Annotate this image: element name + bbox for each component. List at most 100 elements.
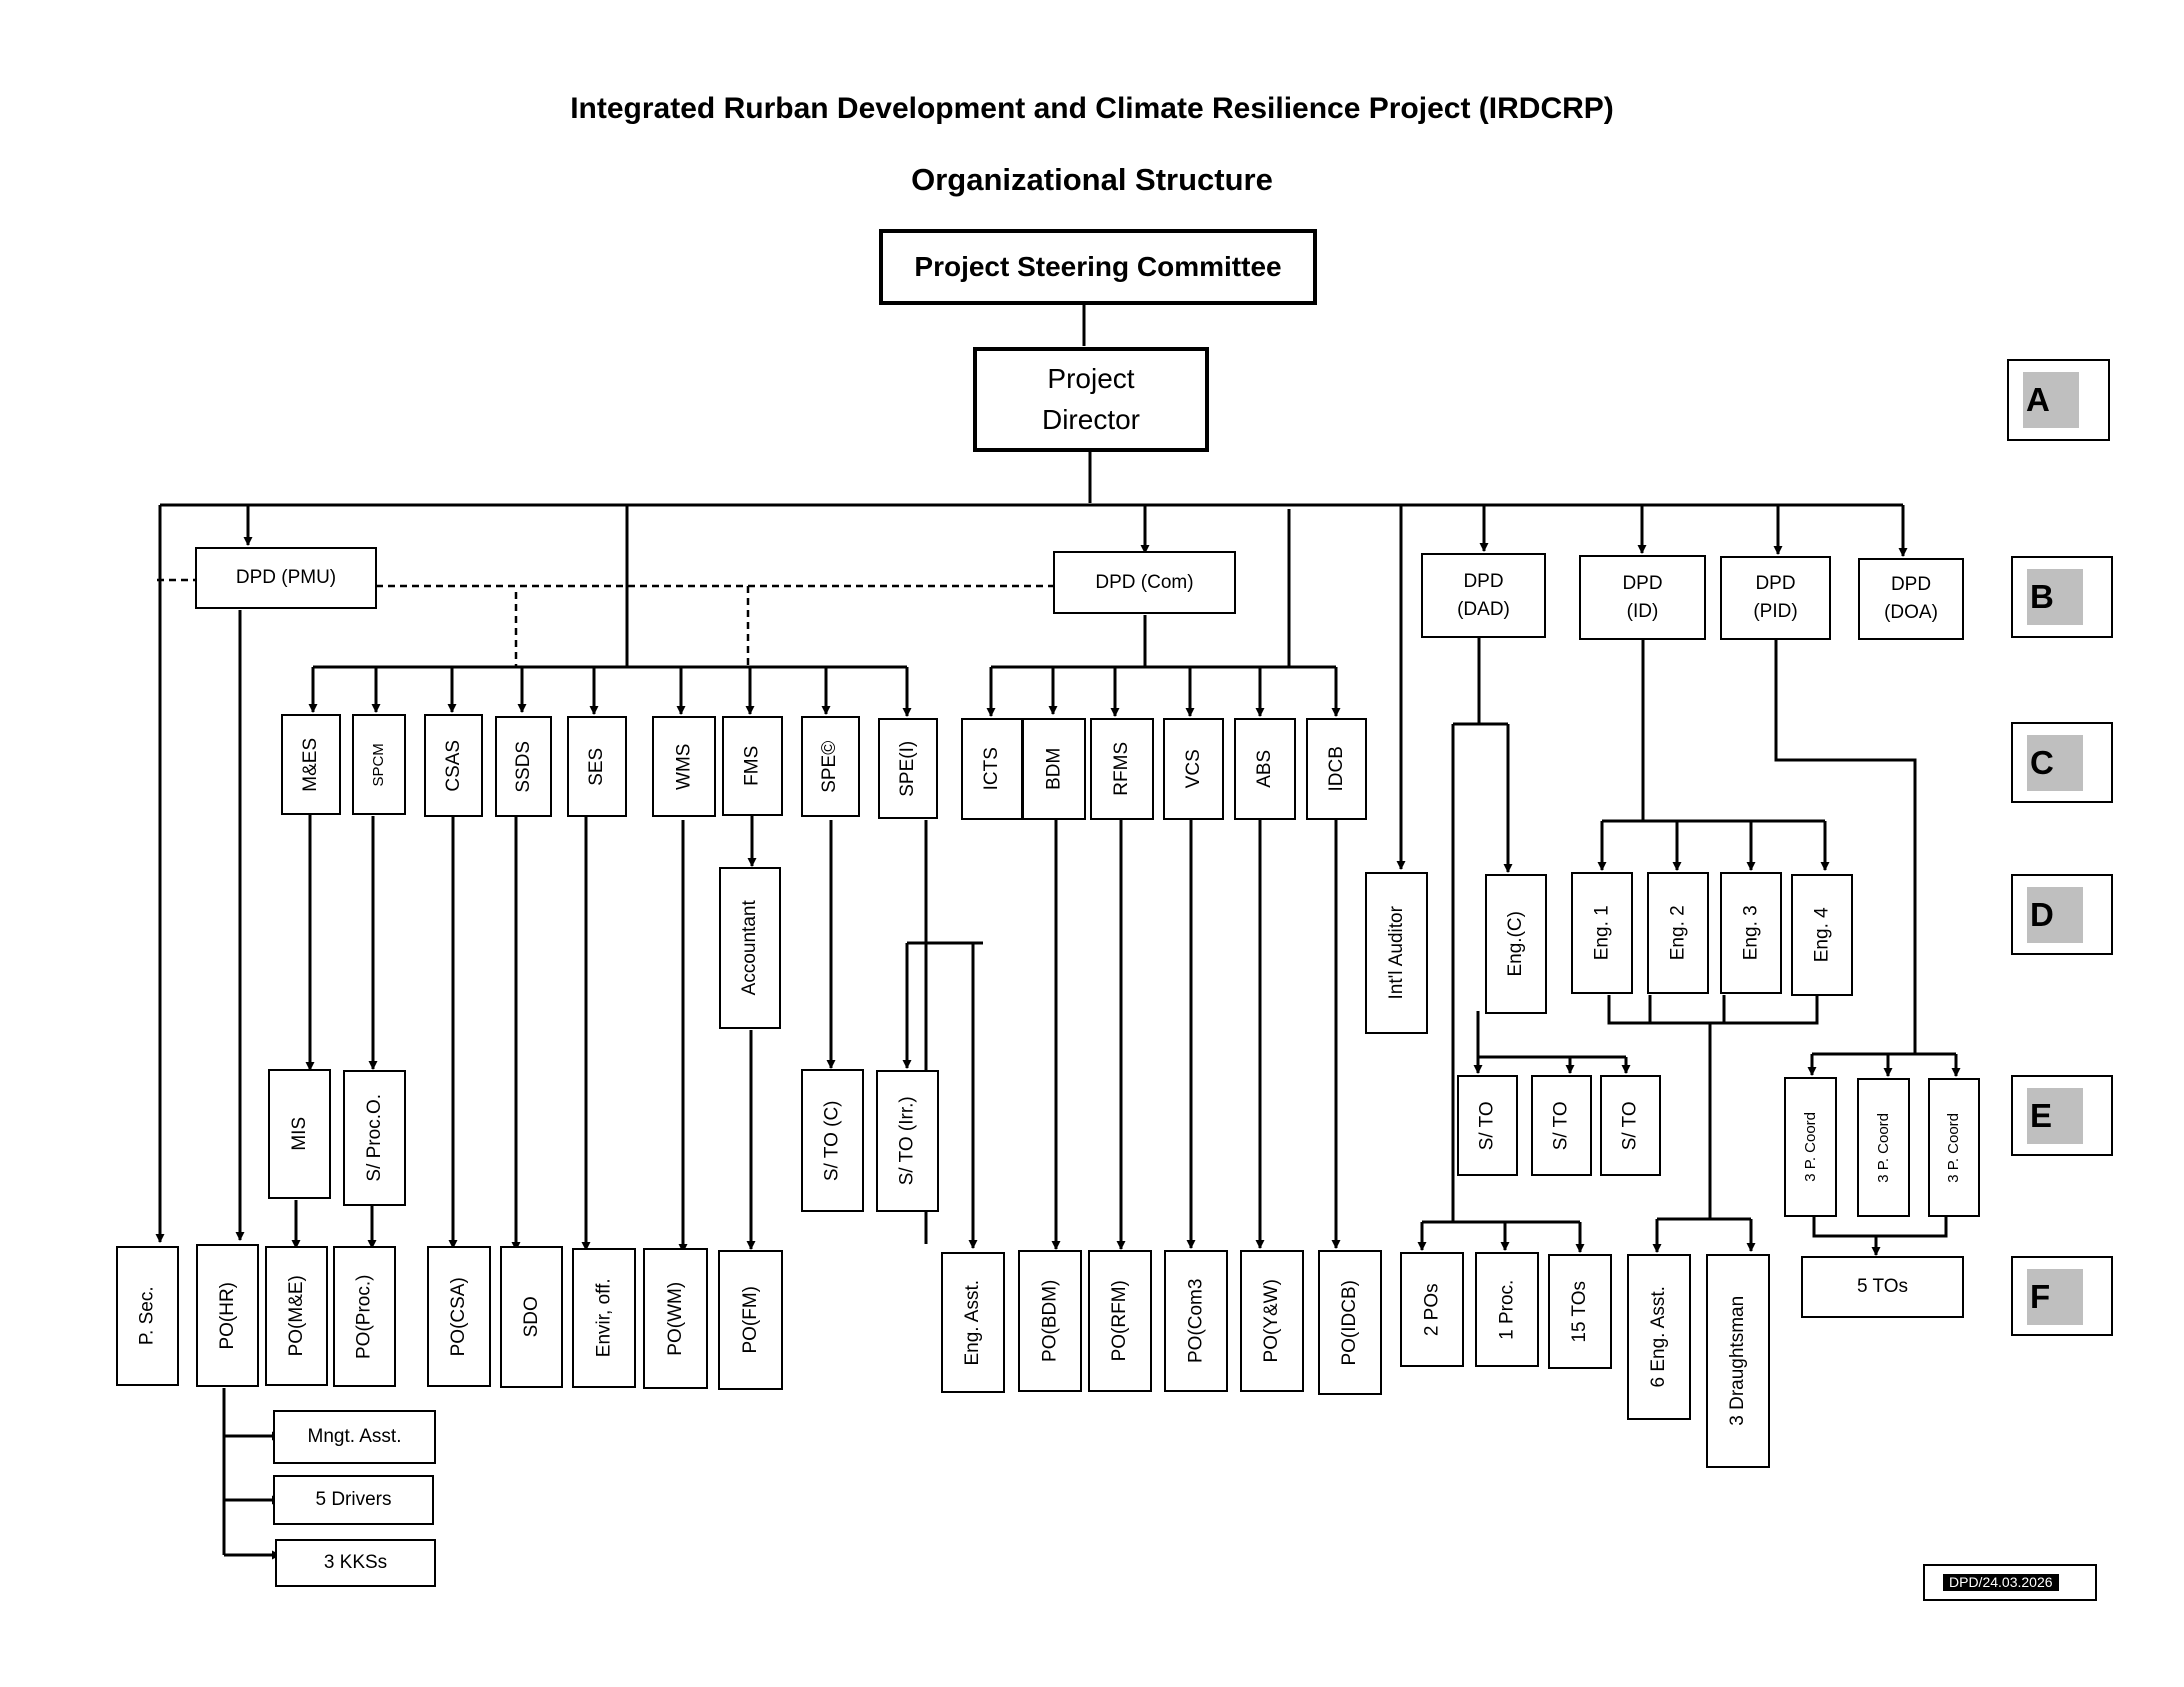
po-bdm-box: PO(BDM) [1018,1250,1082,1392]
p-coord-1-label: 3 P. Coord [1801,1112,1819,1182]
specialist-abs-box: ABS [1234,718,1296,820]
po-hr-label: PO(HR) [216,1281,238,1350]
po-wm-box: PO(WM) [643,1248,708,1389]
envir-off-box: Envir, off. [572,1248,636,1388]
level-c-marker: C [2011,722,2113,803]
dpd-pmu-label: DPD (PMU) [235,567,337,589]
intl-auditor-label: Int'l Auditor [1385,906,1407,1000]
one-proc-box: 1 Proc. [1475,1252,1539,1367]
eng-2-label: Eng. 2 [1667,905,1689,961]
accountant-label: Accountant [739,900,761,996]
one-proc-label: 1 Proc. [1496,1279,1518,1340]
po-me-label: PO(M&E) [285,1275,307,1357]
document-title: Integrated Rurban Development and Climat… [570,92,1614,125]
dpd-com-label: DPD (Com) [1095,571,1194,593]
kkss-label: 3 KKSs [323,1552,388,1574]
specialist-rfms-box: RFMS [1090,718,1154,820]
specialist-abs-label: ABS [1254,749,1276,789]
document-subtitle: Organizational Structure [911,162,1273,197]
specialist-ses-label: SES [586,747,608,786]
eng-1-label: Eng. 1 [1591,905,1613,961]
level-a-marker: A [2007,359,2110,441]
specialist-spe-i-label: SPE(I) [897,740,919,797]
level-f-marker: F [2011,1256,2113,1336]
dpd-dad-label-line1: DPD [1463,570,1504,592]
level-d-marker: D [2011,874,2113,955]
specialist-idcb-label: IDCB [1325,746,1347,792]
specialist-bdm-label: BDM [1043,747,1065,791]
sdo-box: SDO [500,1246,563,1388]
steering-committee-label: Project Steering Committee [914,250,1282,282]
s-to-2-box: S/ TO [1531,1075,1592,1176]
p-coord-2-box: 3 P. Coord [1857,1078,1910,1217]
po-idcb-box: PO(IDCB) [1318,1250,1382,1395]
eng-4-box: Eng. 4 [1791,874,1853,996]
po-com3-label: PO(Com3 [1185,1278,1207,1364]
s-to-2-label: S/ TO [1550,1101,1572,1150]
eng-c-box: Eng.(C) [1485,874,1547,1014]
po-hr-box: PO(HR) [196,1244,259,1387]
p-coord-1-box: 3 P. Coord [1784,1077,1837,1217]
po-com3-box: PO(Com3 [1164,1250,1228,1392]
s-to-3-label: S/ TO [1619,1101,1641,1150]
po-rfm-box: PO(RFM) [1088,1250,1152,1392]
dpd-pid-label-line2: (PID) [1753,601,1798,622]
s-to-1-label: S/ TO [1476,1101,1498,1150]
specialist-idcb-box: IDCB [1306,718,1367,820]
mis-label: MIS [288,1117,310,1151]
s-to-3-box: S/ TO [1600,1075,1661,1176]
mis-box: MIS [268,1069,331,1199]
po-rfm-label: PO(RFM) [1109,1280,1131,1362]
po-proc-label: PO(Proc.) [353,1274,375,1359]
envir-off-label: Envir, off. [593,1278,615,1358]
two-pos-label: 2 POs [1421,1283,1443,1336]
dpd-pmu-box: DPD (PMU) [195,547,377,609]
drivers-box: 5 Drivers [273,1475,434,1525]
intl-auditor-box: Int'l Auditor [1365,872,1428,1034]
dpd-doa-label-line1: DPD [1890,574,1932,596]
po-csa-label: PO(CSA) [448,1276,470,1357]
s-to-irr-box: S/ TO (Irr.) [876,1070,939,1212]
eng-3-label: Eng. 3 [1740,905,1762,961]
specialist-rfms-label: RFMS [1111,742,1133,796]
specialist-wms-box: WMS [652,716,716,817]
level-d-label: D [2027,887,2083,943]
six-eng-asst-box: 6 Eng. Asst. [1627,1254,1691,1420]
po-yw-label: PO(Y&W) [1261,1279,1283,1363]
specialist-ses-box: SES [567,716,627,817]
sdo-label: SDO [520,1296,542,1338]
p-coord-3-box: 3 P. Coord [1928,1078,1980,1217]
specialist-icts-label: ICTS [981,747,1003,791]
dpd-dad-label-line2: (DAD) [1457,598,1510,620]
eng-3-box: Eng. 3 [1720,872,1782,994]
specialist-icts-box: ICTS [961,718,1023,820]
s-to-c-box: S/ TO (C) [801,1069,864,1212]
six-eng-asst-label: 6 Eng. Asst. [1648,1286,1670,1388]
p-coord-3-label: 3 P. Coord [1945,1112,1963,1183]
specialist-spe-c-box: SPE© [801,716,860,817]
specialist-fms-label: FMS [741,745,763,787]
dpd-id-label-line1: DPD [1622,572,1663,594]
dpd-pid-box: DPD (PID) [1720,556,1831,640]
five-tos-label: 5 TOs [1856,1276,1909,1298]
specialist-ssds-box: SSDS [495,716,552,817]
eng-c-label: Eng.(C) [1505,911,1527,977]
date-stamp-text: DPD/24.03.2026 [1943,1574,2059,1591]
specialist-spcm-label: SPCM [370,742,388,787]
mngt-asst-box: Mngt. Asst. [273,1410,436,1464]
fifteen-tos-label: 15 TOs [1569,1280,1591,1343]
po-fm-label: PO(FM) [739,1286,761,1354]
specialist-wms-label: WMS [673,743,695,790]
p-coord-2-label: 3 P. Coord [1874,1112,1892,1183]
two-pos-box: 2 POs [1400,1252,1464,1367]
three-draughtsman-label: 3 Draughtsman [1727,1296,1749,1426]
specialist-ssds-label: SSDS [512,740,534,793]
five-tos-box: 5 TOs [1801,1256,1964,1318]
s-to-1-box: S/ TO [1457,1075,1518,1176]
kkss-box: 3 KKSs [275,1539,436,1587]
p-sec-label: P. Sec. [136,1286,158,1346]
level-e-label: E [2027,1088,2083,1144]
eng-2-box: Eng. 2 [1647,872,1709,994]
dpd-doa-box: DPD (DOA) [1858,558,1964,640]
